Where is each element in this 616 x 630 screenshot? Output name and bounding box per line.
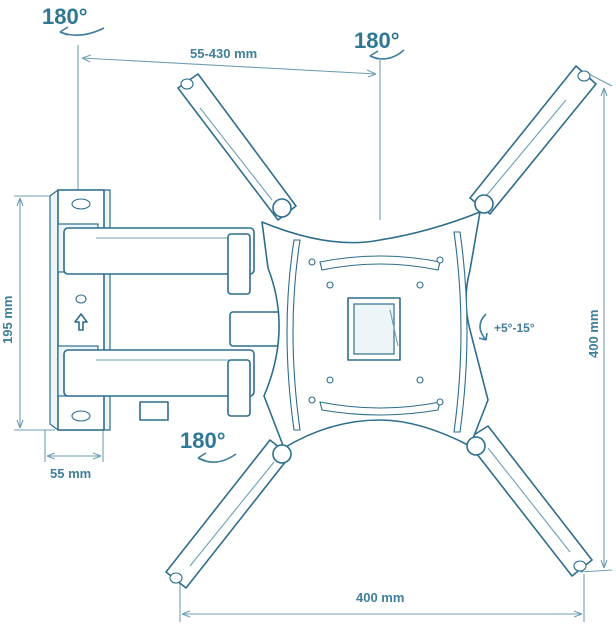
vesa-width-dimension: 400 mm	[356, 590, 404, 605]
swing-arms	[57, 223, 303, 421]
up-arrow-icon	[74, 313, 88, 331]
wall-plate-depth-dimension: 55 mm	[50, 466, 91, 481]
rotation-arrows	[59, 26, 488, 463]
arm-extension-dimension: 55-430 mm	[190, 46, 257, 61]
dimension-lines	[14, 45, 613, 622]
vesa-bracket	[165, 65, 597, 589]
rotation-label-bottom-left: 180°	[180, 428, 226, 453]
rotation-label-top-left: 180°	[42, 4, 88, 29]
rotation-label-top-center: 180°	[354, 28, 400, 53]
vesa-height-dimension: 400 mm	[586, 310, 601, 358]
tilt-arrow-icon	[479, 313, 487, 341]
wall-plate-height-dimension: 195 mm	[0, 296, 15, 344]
tilt-range-label: +5°-15°	[494, 321, 535, 335]
